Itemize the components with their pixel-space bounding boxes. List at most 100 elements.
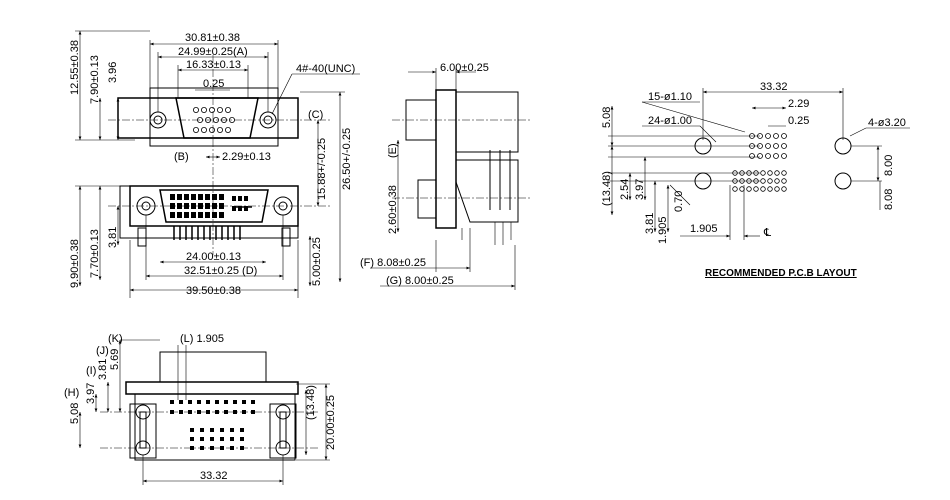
dim-15-88: 15.88+/-0.25	[316, 138, 328, 200]
bottom-pin	[230, 437, 234, 441]
pcb-holes-4: 4-ø3.20	[868, 117, 906, 129]
bottom-pin	[170, 400, 174, 404]
dvi-pin	[198, 194, 203, 200]
bottom-pin	[179, 400, 183, 404]
dim-3-96: 3.96	[107, 62, 119, 83]
bottom-view: (K) (J) (I) (H) (L) 1.905 5.69 3.81 3.97…	[64, 333, 337, 485]
dvi-pin	[184, 194, 189, 200]
pcb-hole	[781, 170, 787, 176]
bottom-dim-13-48: (13.48)	[305, 385, 317, 420]
bottom-pin	[233, 400, 237, 404]
label-c: (C)	[308, 109, 323, 121]
bottom-pin	[220, 437, 224, 441]
dim-12-55: 12.55±0.38	[69, 40, 81, 95]
pcb-hole	[773, 153, 779, 159]
bottom-pin	[251, 400, 255, 404]
vga-pin	[208, 107, 215, 114]
pcb-dim-1-905-h: 1.905	[690, 223, 718, 235]
bottom-pin	[206, 400, 210, 404]
dim-30-81: 30.81±0.38	[185, 32, 240, 44]
pcb-title: RECOMMENDED P.C.B LAYOUT	[705, 268, 857, 279]
label-k: (K)	[108, 333, 123, 345]
pcb-dim-8-00: 8.00	[883, 155, 895, 176]
pcb-holes-24: 24-ø1.00	[648, 115, 692, 127]
bottom-top-shell	[159, 351, 267, 383]
dvi-body	[119, 185, 299, 239]
pcb-hole	[767, 178, 773, 184]
pcb-hole	[757, 153, 763, 159]
pcb-hole	[781, 178, 787, 184]
dim-5-00: 5.00±0.25	[311, 237, 323, 286]
bottom-flange	[125, 381, 299, 395]
side-bracket	[435, 89, 457, 229]
pcb-hole	[760, 178, 766, 184]
dvi-pin	[212, 212, 217, 218]
pcb-dim-2-54: 2.54	[619, 179, 631, 200]
side-dvi-shell	[417, 179, 437, 219]
bottom-pin	[210, 437, 214, 441]
dvi-pin	[205, 212, 210, 218]
dim-0-25: 0.25	[203, 78, 224, 90]
dvi-pin	[191, 212, 196, 218]
dvi-pin	[184, 212, 189, 218]
bottom-pin	[210, 428, 214, 432]
dvi-pin	[170, 212, 175, 218]
vga-pin	[216, 127, 223, 134]
bottom-pin	[190, 437, 194, 441]
dim-2-60: 2.60±0.38	[387, 185, 399, 234]
pcb-hole	[753, 186, 759, 192]
dvi-pin	[170, 203, 175, 209]
leg	[137, 227, 147, 247]
dvi-pin	[238, 206, 242, 211]
side-view: 6.00±0.25 2.60±0.38 (E) (F) 8.08±0.25 (G…	[360, 62, 530, 290]
label-l: (L) 1.905	[180, 333, 224, 345]
front-view: 30.81±0.38 24.99±0.25(A) 16.33±0.13 0.25…	[69, 30, 360, 298]
pcb-hole	[739, 186, 745, 192]
pcb-dim-8-08: 8.08	[883, 189, 895, 210]
dvi-pin	[177, 212, 182, 218]
vga-shell	[149, 87, 279, 147]
dim-8-08: (F) 8.08±0.25	[360, 257, 426, 269]
leg	[281, 227, 291, 247]
pcb-dim-33-32: 33.32	[760, 81, 788, 93]
bottom-dim-3-97: 3.97	[85, 383, 97, 404]
side-body-top	[455, 91, 519, 153]
vga-pin	[200, 107, 207, 114]
dim-8-00: (G) 8.00±0.25	[386, 275, 454, 287]
bottom-dim-3-81: 3.81	[97, 359, 109, 380]
front-legs	[137, 226, 291, 247]
dvi-pin	[244, 206, 248, 211]
dvi-pin	[198, 203, 203, 209]
label-h: (H)	[64, 387, 79, 399]
bottom-pin	[188, 400, 192, 404]
vga-pin	[224, 127, 231, 134]
bottom-pin	[233, 410, 237, 414]
pcb-hole	[774, 170, 780, 176]
bottom-dim-5-69: 5.69	[109, 349, 121, 370]
bottom-pin	[224, 400, 228, 404]
bottom-pin	[240, 437, 244, 441]
dvi-pin	[177, 194, 182, 200]
dim-24-00: 24.00±0.13	[186, 251, 241, 263]
dim-9-90: 9.90±0.38	[69, 239, 81, 288]
bottom-dim-5-08: 5.08	[69, 403, 81, 424]
pcb-hole	[749, 153, 755, 159]
dim-32-51: 32.51±0.25 (D)	[184, 265, 257, 277]
dim-6-00: 6.00±0.25	[440, 62, 489, 74]
pcb-hole	[760, 170, 766, 176]
bottom-pin	[251, 410, 255, 414]
bottom-pin	[197, 400, 201, 404]
pcb-holes	[732, 133, 787, 192]
dim-3-81: 3.81	[107, 227, 119, 248]
vga-pin	[216, 107, 223, 114]
dvi-pin	[212, 203, 217, 209]
dim-39-50: 39.50±0.38	[186, 285, 241, 297]
pcb-layout: 33.32 15-ø1.10 2.29 0.25 24-ø1.00 4-ø3.2…	[601, 81, 910, 279]
vga-pin	[224, 107, 231, 114]
dim-24-99: 24.99±0.25(A)	[178, 46, 248, 58]
pcb-hole	[765, 133, 771, 139]
dvi-pin	[191, 194, 196, 200]
dim-26-50: 26.50+/-0.25	[341, 128, 353, 190]
pcb-hole	[767, 186, 773, 192]
dvi-pin	[232, 206, 236, 211]
